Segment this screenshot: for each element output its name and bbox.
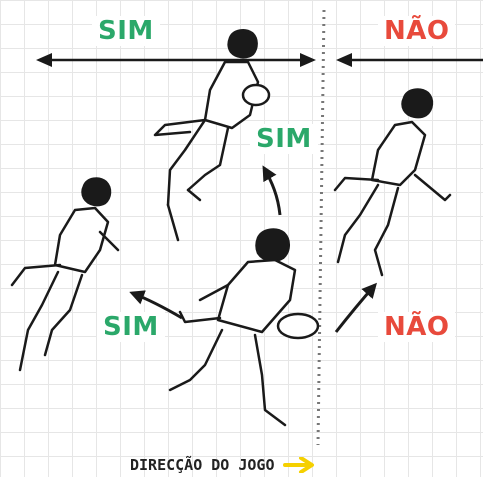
label-right-no: NÃO xyxy=(378,312,456,342)
label-top-no: NÃO xyxy=(378,16,456,46)
player-left xyxy=(10,177,120,372)
top-yes-arrow xyxy=(36,53,316,67)
player-right xyxy=(333,88,452,277)
dotted-divider xyxy=(316,9,326,446)
footer-text: DIRECÇÃO DO JOGO xyxy=(130,456,275,474)
footer-direction: DIRECÇÃO DO JOGO xyxy=(130,456,315,474)
arrow-to-left-player xyxy=(129,290,183,320)
label-left-yes: SIM xyxy=(97,312,165,342)
label-middle-yes: SIM xyxy=(250,124,318,154)
top-no-arrow xyxy=(336,53,483,67)
label-top-yes: SIM xyxy=(92,16,160,46)
arrow-right-icon xyxy=(282,457,314,473)
arrow-to-right-player xyxy=(334,282,377,333)
player-top-center xyxy=(153,29,271,242)
arrow-to-top-player xyxy=(262,165,282,216)
player-ball-carrier xyxy=(168,228,320,427)
